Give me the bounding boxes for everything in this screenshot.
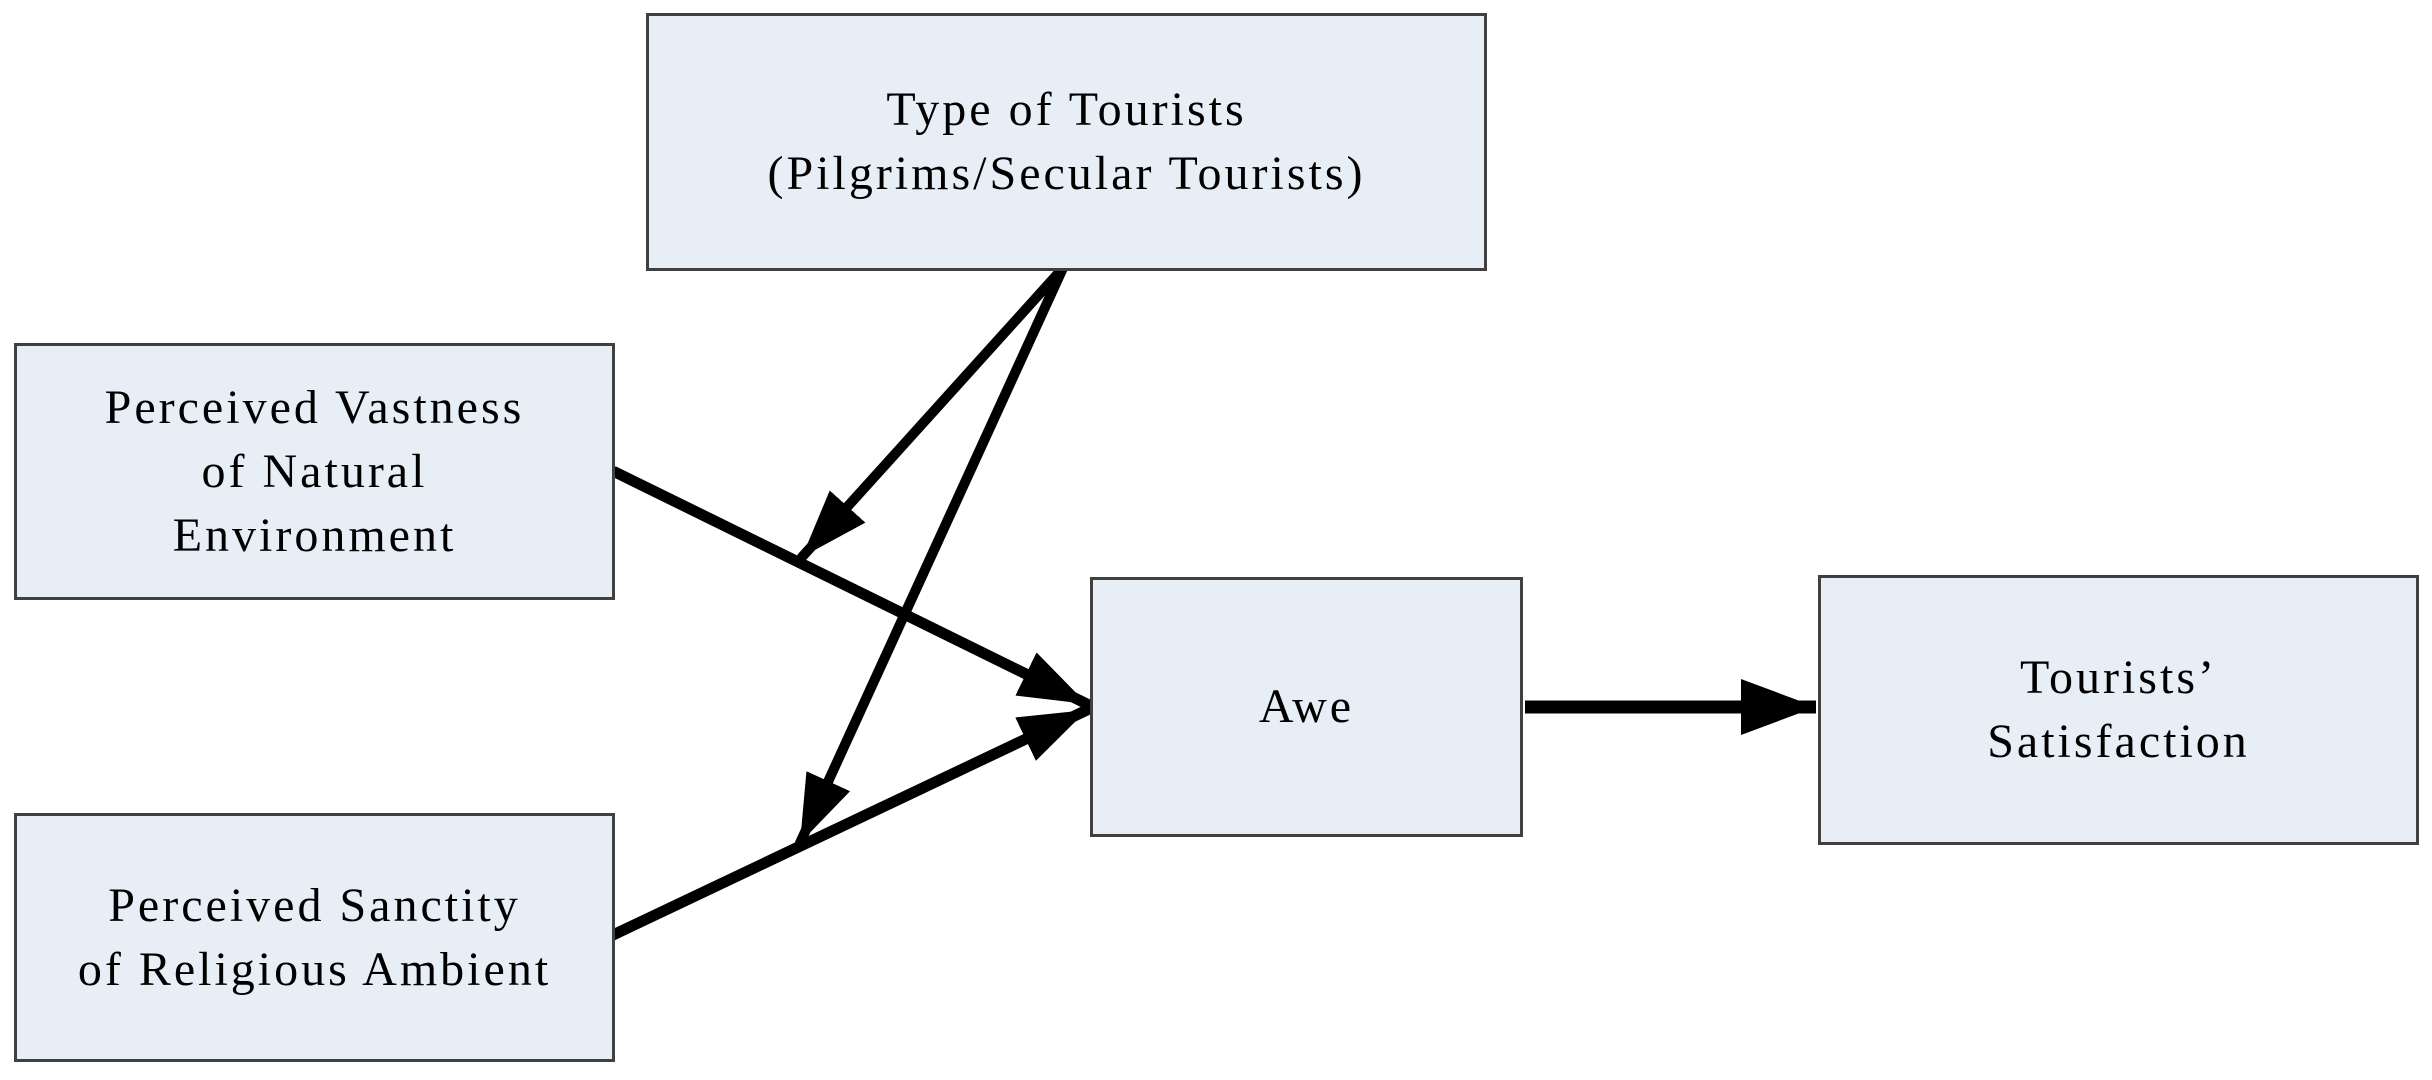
node-perceived-vastness: Perceived Vastness of Natural Environmen…	[14, 343, 615, 600]
node-line: Perceived Sanctity	[108, 878, 521, 932]
node-type-of-tourists: Type of Tourists (Pilgrims/Secular Touri…	[646, 13, 1487, 271]
arrow-moderation-on-vastness-path	[797, 263, 1068, 562]
node-line: Awe	[1258, 680, 1355, 733]
node-line: Satisfaction	[1987, 715, 2250, 768]
arrow-vastness-to-awe	[609, 466, 1093, 710]
node-tourists-satisfaction: Tourists’ Satisfaction	[1818, 575, 2419, 845]
node-line: (Pilgrims/Secular Tourists)	[767, 147, 1366, 200]
node-awe: Awe	[1090, 577, 1523, 837]
node-line: of Religious Ambient	[77, 942, 552, 996]
node-line: Environment	[172, 508, 457, 562]
arrow-sanctity-to-awe	[607, 704, 1093, 941]
node-line: Tourists’	[2020, 651, 2217, 704]
arrow-moderation-on-sanctity-path	[795, 263, 1068, 848]
node-line: of Natural	[201, 444, 428, 498]
node-line: Perceived Vastness	[104, 380, 525, 434]
node-perceived-sanctity: Perceived Sanctity of Religious Ambient	[14, 813, 615, 1062]
node-line: Type of Tourists	[886, 83, 1247, 136]
